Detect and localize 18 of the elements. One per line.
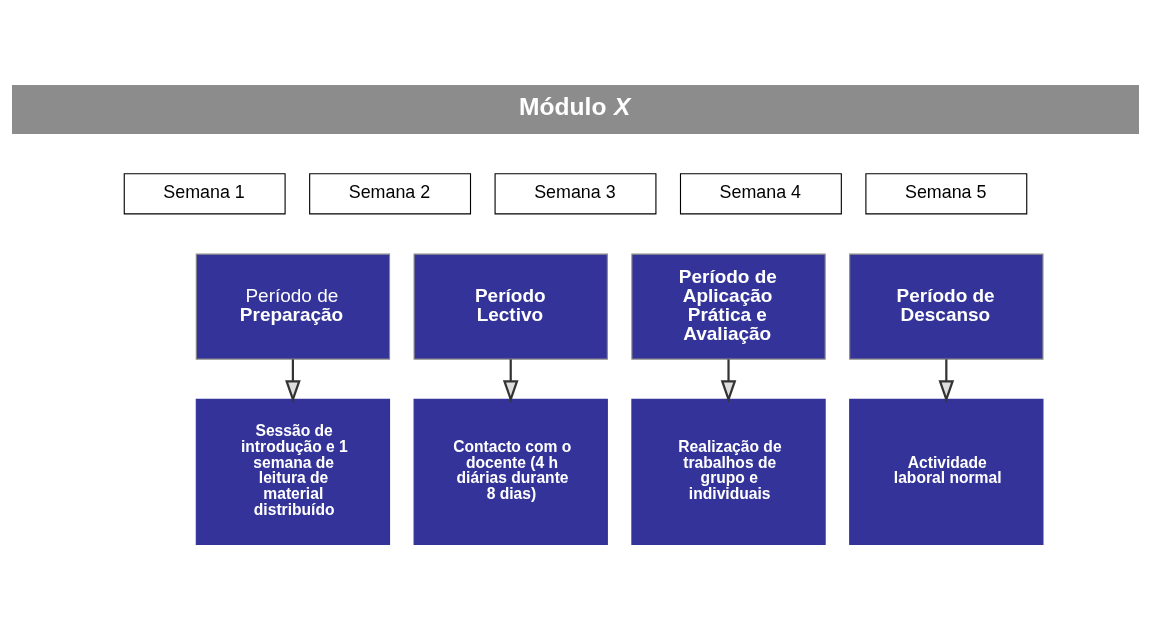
node-box: Actividade laboral normal	[849, 398, 1044, 546]
node-box: Semana 3	[494, 173, 657, 215]
arrow	[502, 359, 519, 403]
arrow	[938, 359, 955, 403]
node-box: Período de Descanso	[849, 253, 1044, 360]
node-box: Realização de trabalhos de grupo e individuais	[631, 398, 826, 546]
node-box: Período de Aplicação Prática e Avaliação	[631, 253, 826, 360]
node-box: Semana 4	[679, 173, 842, 215]
arrow	[720, 359, 737, 403]
node-box: Módulo X	[12, 84, 1139, 135]
node-box: Período Lectivo	[413, 253, 608, 360]
node-box: Semana 2	[309, 173, 472, 215]
node-box: Sessão de introdução e 1 semana de leitura de material distribuído	[195, 398, 391, 546]
node-box: Contacto com o docente (4 h diárias durante 8 dias)	[413, 398, 608, 546]
node-box: Semana 5	[865, 173, 1028, 215]
node-box: Semana 1	[123, 173, 286, 215]
arrow	[285, 359, 301, 403]
node-box: Período de Preparação	[195, 253, 391, 360]
